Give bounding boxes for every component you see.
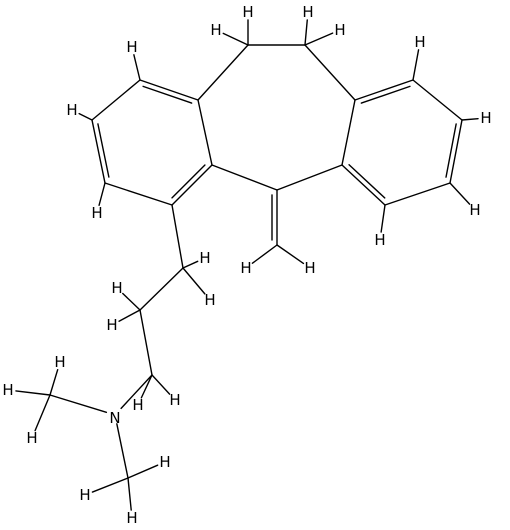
hydrogen-bond-line [140,374,153,399]
hydrogen-bond-line [461,117,479,121]
hydrogen-bond-line [34,394,51,432]
single-bond [211,164,278,191]
double-bond [139,79,199,104]
double-bond [341,164,386,206]
double-bond [354,79,414,104]
hydrogen-label: H [66,101,77,119]
single-bond [120,374,153,410]
bond-layer [15,19,479,511]
hydrogen-label: H [414,33,425,51]
hydrogen-label: H [374,231,385,249]
single-bond [304,44,356,101]
single-bond [384,182,451,206]
double-bond [445,119,463,184]
hydrogen-label: H [26,429,37,447]
single-bond [341,99,356,166]
hydrogen-bond-line [91,477,129,493]
hydrogen-label: H [240,259,251,277]
hydrogen-bond-line [127,477,132,511]
single-bond [412,79,463,121]
hydrogen-bond-line [304,19,308,46]
single-bond [276,164,343,191]
hydrogen-label: H [169,391,180,409]
hydrogen-label: H [126,38,137,56]
hydrogen-label: H [91,204,102,222]
hydrogen-bond-line [151,374,171,395]
hydrogen-bond-line [133,54,141,81]
hydrogen-label: H [302,3,313,21]
hydrogen-bond-line [380,204,386,233]
hydrogen-label: H [334,21,345,39]
hydrogen-bond-line [182,267,206,295]
hydrogen-bond-line [49,368,59,396]
hydrogen-label: H [469,201,480,219]
hydrogen-label: H [242,3,253,21]
hydrogen-bond-line [276,244,305,265]
hydrogen-bond-line [98,182,106,206]
hydrogen-label: H [126,509,137,527]
hydrogen-label: H [199,249,210,267]
double-bond [91,119,110,184]
hydrogen-label: H [204,291,215,309]
hydrogen-label: H [304,259,315,277]
hydrogen-label: H [54,353,65,371]
single-bond [171,204,184,269]
single-bond [197,99,213,166]
hydrogen-label: H [106,316,117,334]
hydrogen-label: H [132,396,143,414]
hydrogen-label: H [210,21,221,39]
hydrogen-bond-line [15,390,51,396]
single-bond [104,182,173,206]
hydrogen-bond-line [222,32,249,46]
single-bond [197,44,249,101]
single-bond [49,394,108,414]
single-bond [116,423,129,479]
hydrogen-bond-line [182,260,199,269]
hydrogen-bond-line [127,464,159,479]
hydrogen-label: H [480,109,491,127]
hydrogen-bond-line [78,112,93,121]
double-bond [271,189,278,246]
hydrogen-bond-line [122,292,141,311]
single-bond [91,79,141,121]
nitrogen-label: N [109,409,120,427]
hydrogen-label: H [111,279,122,297]
hydrogen-label: H [159,453,170,471]
hydrogen-bond-line [251,244,278,264]
double-bond [171,164,213,206]
single-bond [139,267,184,311]
hydrogen-label: H [79,486,90,504]
hydrogen-bond-line [304,32,334,46]
hydrogen-bond-line [412,49,420,81]
hydrogen-bond-line [118,309,141,322]
hydrogen-label: H [2,381,13,399]
single-bond [139,309,153,376]
hydrogen-bond-line [449,182,471,205]
